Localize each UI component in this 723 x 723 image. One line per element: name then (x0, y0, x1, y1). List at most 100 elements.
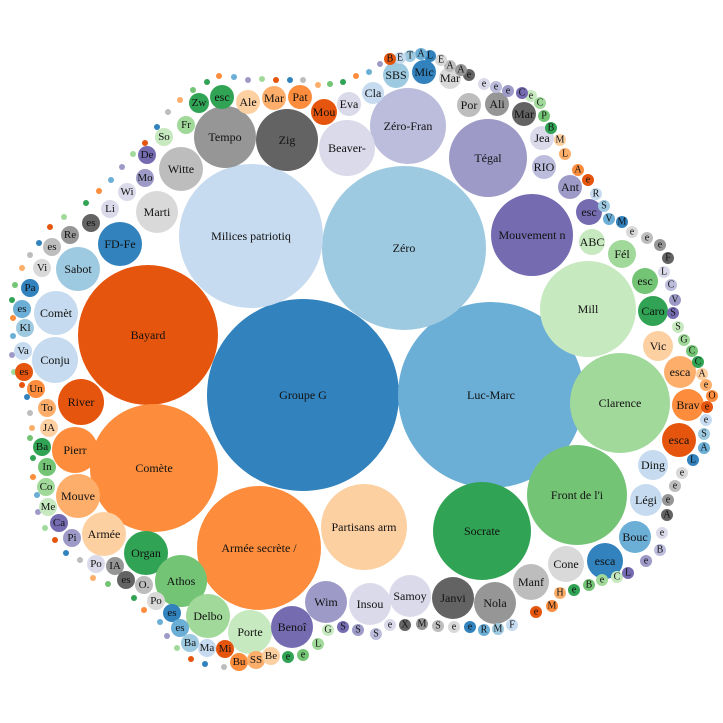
bubble[interactable]: Ca (50, 514, 68, 532)
bubble-circle[interactable] (698, 442, 710, 454)
bubble[interactable]: e (700, 414, 712, 426)
bubble-circle[interactable] (179, 164, 323, 308)
bubble-circle[interactable] (236, 90, 260, 114)
bubble-circle[interactable] (701, 401, 713, 413)
bubble-circle[interactable] (124, 531, 168, 575)
bubble-circle[interactable] (485, 92, 509, 116)
bubble[interactable]: Ant (558, 175, 582, 199)
bubble-circle[interactable] (43, 238, 61, 256)
bubble[interactable]: Pierr (52, 427, 98, 473)
bubble[interactable]: Front de l'i (527, 445, 627, 545)
bubble[interactable]: esca (664, 356, 696, 388)
bubble[interactable]: e (478, 78, 490, 90)
bubble[interactable]: Wim (305, 581, 347, 623)
bubble[interactable]: Socrate (433, 482, 531, 580)
bubble[interactable]: Re (61, 226, 79, 244)
bubble-circle[interactable] (506, 619, 518, 631)
bubble-circle[interactable] (322, 166, 486, 330)
bubble-circle[interactable] (297, 649, 309, 661)
bubble[interactable]: Zéro (322, 166, 486, 330)
bubble-circle[interactable] (626, 226, 638, 238)
bubble-circle[interactable] (262, 86, 286, 110)
bubble-circle[interactable] (155, 128, 173, 146)
bubble[interactable]: esca (662, 423, 696, 457)
bubble[interactable]: Va (14, 342, 32, 360)
bubble-circle[interactable] (676, 467, 688, 479)
bubble-circle[interactable] (608, 240, 636, 268)
bubble[interactable]: In (38, 458, 56, 476)
bubble-circle[interactable] (159, 147, 203, 191)
bubble[interactable]: e (700, 379, 712, 391)
bubble[interactable]: Zw (189, 93, 209, 113)
bubble[interactable]: F (506, 619, 518, 631)
bubble-circle[interactable] (13, 300, 31, 318)
bubble[interactable]: Mo (136, 169, 154, 187)
bubble-circle[interactable] (669, 294, 681, 306)
bubble-circle[interactable] (319, 120, 375, 176)
bubble-circle[interactable] (50, 514, 68, 532)
bubble[interactable]: Kl (16, 319, 34, 337)
bubble-circle[interactable] (394, 52, 406, 64)
bubble-circle[interactable] (189, 93, 209, 113)
bubble[interactable]: Bayard (78, 265, 218, 405)
bubble[interactable]: A (572, 164, 584, 176)
bubble-circle[interactable] (534, 97, 546, 109)
bubble-circle[interactable] (654, 239, 666, 251)
bubble[interactable]: Por (457, 93, 481, 117)
bubble-circle[interactable] (700, 414, 712, 426)
bubble[interactable]: Fr (177, 116, 195, 134)
bubble-circle[interactable] (207, 299, 399, 491)
bubble[interactable]: Conju (32, 337, 78, 383)
bubble-circle[interactable] (82, 512, 126, 556)
bubble-circle[interactable] (52, 427, 98, 473)
bubble[interactable]: e (464, 621, 476, 633)
bubble-circle[interactable] (661, 509, 673, 521)
bubble[interactable]: e (654, 239, 666, 251)
bubble[interactable]: Co (37, 478, 55, 496)
bubble-circle[interactable] (98, 222, 142, 266)
bubble[interactable]: IA (106, 557, 124, 575)
bubble-circle[interactable] (669, 480, 681, 492)
bubble-circle[interactable] (572, 164, 584, 176)
bubble-circle[interactable] (576, 199, 602, 225)
bubble-circle[interactable] (78, 265, 218, 405)
bubble[interactable]: A (415, 48, 427, 60)
bubble[interactable]: e (282, 651, 294, 663)
bubble[interactable]: Tégal (449, 119, 527, 197)
bubble[interactable]: es (171, 619, 189, 637)
bubble[interactable]: Ba (33, 438, 51, 456)
bubble[interactable]: es (117, 571, 135, 589)
bubble-circle[interactable] (262, 647, 280, 665)
bubble[interactable]: A (698, 442, 710, 454)
bubble-circle[interactable] (415, 48, 427, 60)
bubble[interactable]: esc (210, 85, 234, 109)
bubble[interactable]: esc (576, 199, 602, 225)
bubble-circle[interactable] (513, 564, 549, 600)
bubble-circle[interactable] (147, 592, 165, 610)
bubble-circle[interactable] (63, 529, 81, 547)
bubble[interactable]: X (399, 619, 411, 631)
bubble-circle[interactable] (457, 93, 481, 117)
bubble-circle[interactable] (349, 583, 391, 625)
bubble[interactable]: O. (135, 576, 153, 594)
bubble[interactable]: V (603, 213, 615, 225)
bubble[interactable]: Sabot (56, 247, 100, 291)
bubble-circle[interactable] (370, 88, 446, 164)
bubble[interactable]: Be (262, 647, 280, 665)
bubble-circle[interactable] (171, 619, 189, 637)
bubble[interactable]: ABC (579, 229, 605, 255)
bubble[interactable]: Cla (362, 82, 384, 104)
bubble[interactable]: Mi (216, 640, 234, 658)
bubble[interactable]: e (582, 174, 594, 186)
bubble-circle[interactable] (439, 67, 461, 89)
bubble-circle[interactable] (587, 543, 623, 579)
bubble[interactable]: Li (101, 200, 119, 218)
bubble-circle[interactable] (478, 78, 490, 90)
bubble[interactable]: e (656, 527, 668, 539)
bubble-circle[interactable] (433, 482, 531, 580)
bubble[interactable]: To (38, 399, 56, 417)
bubble-circle[interactable] (256, 109, 318, 171)
bubble[interactable]: Fél (608, 240, 636, 268)
bubble-circle[interactable] (384, 53, 396, 65)
bubble[interactable]: e (448, 621, 460, 633)
